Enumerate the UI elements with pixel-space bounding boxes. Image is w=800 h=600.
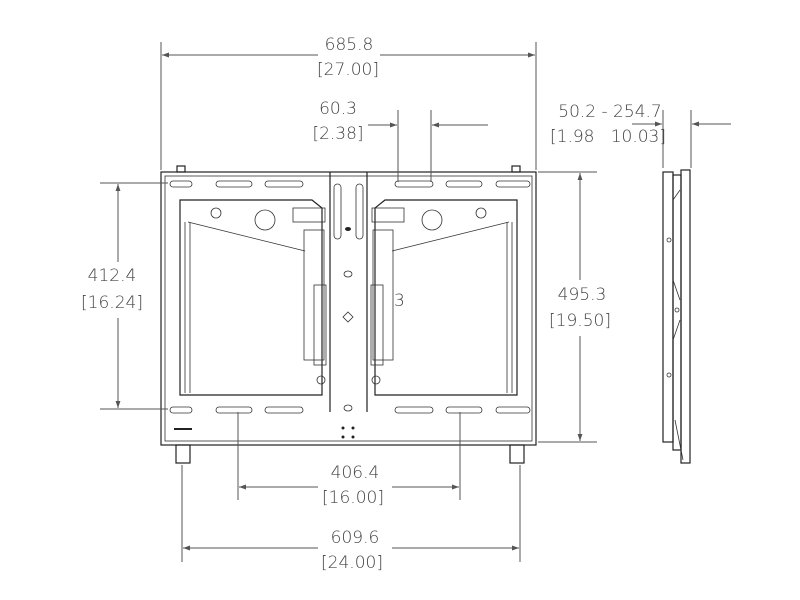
dim-overall-width-mm: 685.8 xyxy=(325,35,374,55)
dim-center-gap-mm: 60.3 xyxy=(319,99,357,119)
dim-left-height-mm: 412.4 xyxy=(88,266,137,286)
dim-depth-range-in: [1.98 10.03] xyxy=(550,127,666,147)
dim-center-gap: 60.3 [2.38] xyxy=(312,99,488,182)
dim-overall-height-in: [19.50] xyxy=(549,311,611,331)
dim-overall-width: 685.8 [27.00] xyxy=(160,30,537,170)
dim-hole-spacing-outer-mm: 609.6 xyxy=(331,528,380,548)
dim-overall-height: 495.3 [19.50] xyxy=(538,171,616,443)
dim-hole-spacing-outer: 609.6 [24.00] xyxy=(181,465,521,576)
dim-depth-range-mm: 50.2 - 254.7 xyxy=(558,102,661,122)
dim-left-height-in: [16.24] xyxy=(81,293,143,313)
dim-hole-spacing-inner-mm: 406.4 xyxy=(331,463,380,483)
dim-left-height: 412.4 [16.24] xyxy=(76,182,168,410)
front-view: 3 xyxy=(160,165,537,464)
callout-label: 3 xyxy=(394,291,405,311)
dim-depth-range: 50.2 - 254.7 [1.98 10.03] xyxy=(550,102,731,168)
dim-hole-spacing-inner-in: [16.00] xyxy=(322,488,384,508)
dim-hole-spacing-outer-in: [24.00] xyxy=(321,553,383,573)
dim-overall-width-in: [27.00] xyxy=(317,60,379,80)
dim-center-gap-in: [2.38] xyxy=(312,124,363,144)
side-view xyxy=(662,169,691,464)
dim-hole-spacing-inner: 406.4 [16.00] xyxy=(237,412,461,512)
dim-overall-height-mm: 495.3 xyxy=(558,285,607,305)
top-slots xyxy=(169,180,531,414)
